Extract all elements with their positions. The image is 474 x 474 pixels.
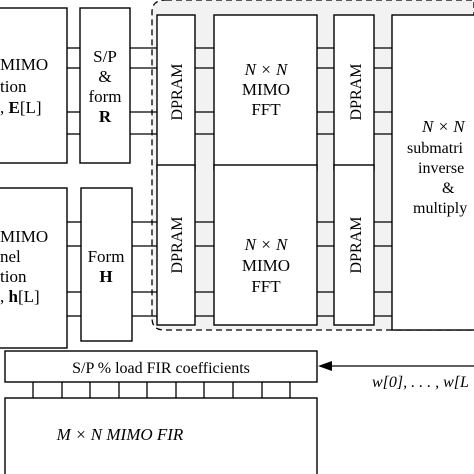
fft-bottom-block — [213, 164, 318, 326]
dpram-top-left — [156, 14, 196, 171]
submatrix-line3: inverse — [418, 160, 464, 177]
estimation-line1: MIMO — [0, 55, 48, 74]
estimation-text: MIMO tion , E[L] — [0, 55, 48, 117]
w-coefficients-label: w[0], . . . , w[L — [372, 374, 469, 391]
channel-line2: nel — [0, 247, 21, 266]
fir-connectors — [32, 382, 291, 398]
mimo-fir-label: M × N MIMO FIR — [56, 425, 184, 444]
fft-bottom-text: N × N MIMO FFT — [242, 235, 290, 296]
channel-line1: MIMO — [0, 227, 48, 246]
dpram-bottom-right-label: DPRAM — [348, 217, 365, 274]
form-h-line1: Form — [88, 247, 125, 266]
channel-line4: , h[L] — [0, 287, 40, 306]
dpram-bottom-left-label: DPRAM — [169, 217, 186, 274]
dpram-bottom-left — [156, 164, 196, 326]
fft-top-line3: FFT — [251, 100, 281, 119]
form-h-block — [80, 187, 133, 342]
ampersand-label: & — [98, 67, 111, 86]
fft-top-block — [213, 14, 318, 171]
submatrix-text: N × N submatri inverse & multiply — [407, 117, 467, 217]
submatrix-line4: & — [442, 180, 455, 197]
sp-label: S/P — [93, 47, 117, 66]
channel-text: MIMO nel tion , h[L] — [0, 227, 48, 306]
fft-bottom-line1: N × N — [244, 235, 289, 254]
form-h-line2: H — [99, 267, 112, 286]
mimo-fir-block — [4, 397, 318, 474]
channel-line3: tion — [0, 267, 27, 286]
w-bus-arrowhead — [318, 361, 332, 371]
estimation-line3: , E[L] — [0, 98, 42, 117]
channel-block — [0, 187, 68, 349]
fft-bottom-line3: FFT — [251, 277, 281, 296]
sp-load-label: S/P % load FIR coefficients — [72, 360, 250, 377]
submatrix-block — [391, 14, 474, 331]
sp-load-block — [4, 350, 318, 383]
sp-form-r-block — [79, 7, 131, 164]
r-label: R — [99, 107, 112, 126]
fft-top-text: N × N MIMO FFT — [242, 60, 290, 119]
submatrix-line5: multiply — [413, 200, 467, 217]
submatrix-line1: N × N — [421, 117, 466, 136]
dpram-top-left-label: DPRAM — [169, 64, 186, 121]
fft-top-line1: N × N — [244, 60, 289, 79]
dpram-top-right-label: DPRAM — [348, 64, 365, 121]
top-connectors — [67, 47, 392, 135]
bottom-connectors — [67, 221, 392, 317]
estimation-block — [0, 7, 68, 164]
submatrix-line2: submatri — [407, 140, 464, 157]
sp-form-r-text: S/P & form R — [88, 47, 121, 126]
form-h-text: Form H — [88, 247, 125, 286]
estimation-line2: tion — [0, 77, 27, 96]
dpram-bottom-right — [333, 164, 375, 326]
dpram-top-right — [333, 14, 375, 171]
fft-top-line2: MIMO — [242, 80, 290, 99]
fft-bottom-line2: MIMO — [242, 256, 290, 275]
form-label: form — [88, 87, 121, 106]
